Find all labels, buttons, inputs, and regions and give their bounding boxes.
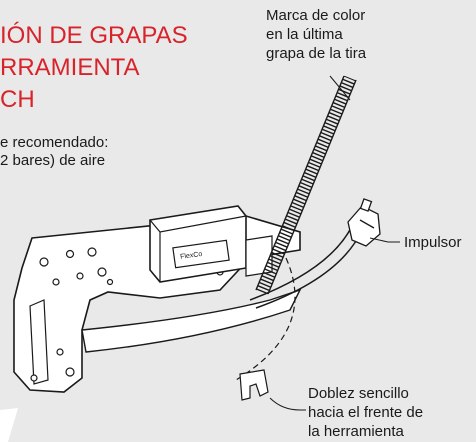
tool-anvil-arm (81, 288, 302, 353)
tool-label-text: FlexCo (180, 251, 203, 261)
bent-staple-icon (239, 369, 269, 401)
tool-bracket (245, 235, 273, 277)
color-mark-callout: Marca de color en la última grapa de la … (266, 6, 366, 63)
single-bend-line-1: Doblez sencillo (308, 385, 409, 402)
title-line-2: RRAMIENTA (0, 54, 140, 81)
pressure-note-line-2: 2 bares) de aire (0, 152, 106, 169)
staple-strip (255, 75, 357, 295)
single-bend-line-3: la herramienta (308, 423, 404, 440)
tool-label-plate (172, 239, 230, 269)
bend-path (235, 257, 296, 381)
pressure-note-line-1: e recomendado: (0, 134, 109, 151)
color-mark-line-1: Marca de color (266, 7, 366, 24)
color-mark-line-2: en la última (266, 26, 343, 43)
color-mark-line-3: grapa de la tira (266, 45, 367, 62)
title-line-3: CH (0, 86, 35, 113)
title-line-1: IÓN DE GRAPAS (0, 22, 188, 49)
leader-lines (269, 75, 400, 411)
driver-callout: Impulsor (404, 234, 462, 251)
single-bend-callout: Doblez sencillo hacia el frente de la he… (308, 384, 423, 441)
tool-inner-slot (29, 299, 49, 385)
single-bend-line-2: hacia el frente de (308, 404, 424, 421)
driver-head (347, 198, 381, 247)
